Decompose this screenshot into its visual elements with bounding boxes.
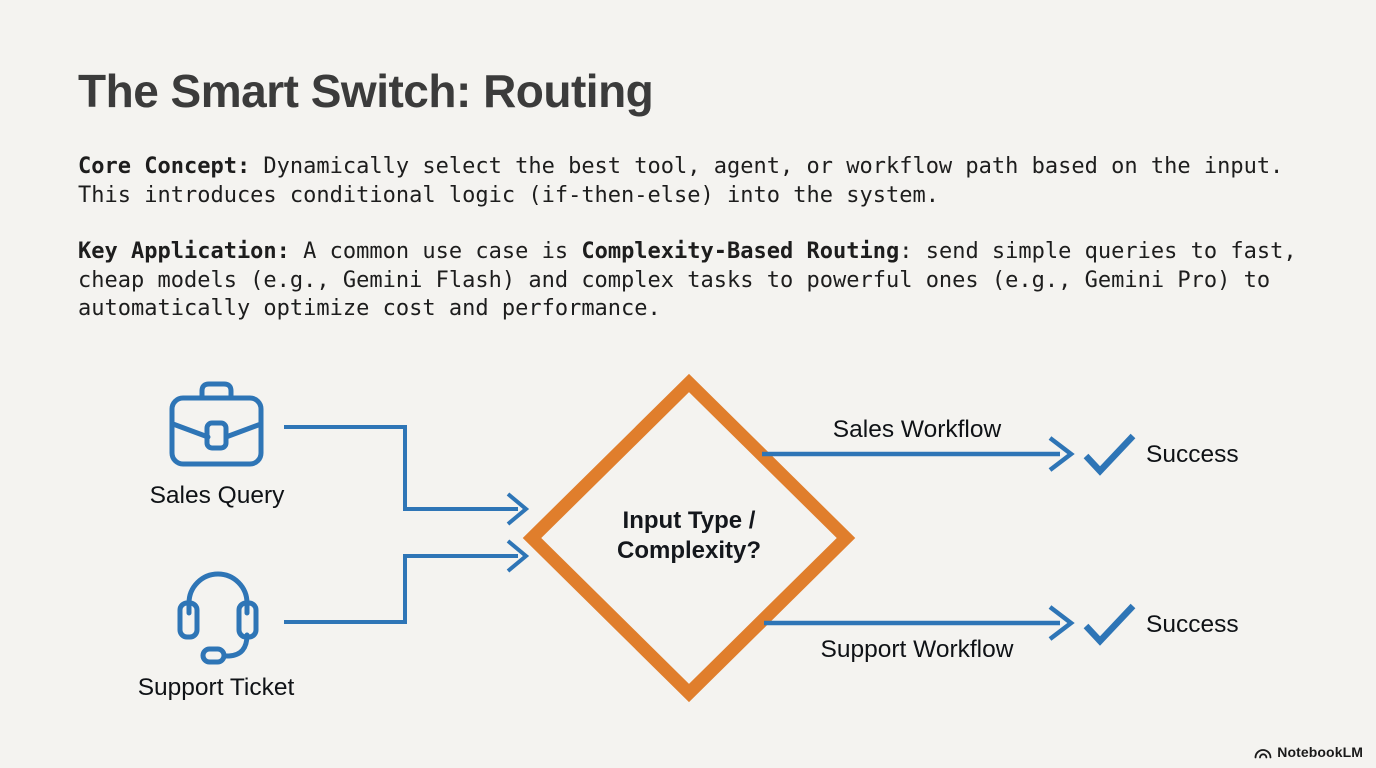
- connector-support-to-decision: [284, 539, 530, 624]
- core-concept-label: Core Concept:: [78, 154, 251, 179]
- key-application-text-1: A common use case is: [289, 239, 582, 265]
- complexity-based-routing-label: Complexity-Based Routing: [581, 239, 900, 265]
- success-label-bottom: Success: [1146, 611, 1239, 638]
- connector-decision-to-sales-success: [762, 436, 1075, 472]
- sales-workflow-label: Sales Workflow: [832, 416, 1002, 443]
- support-workflow-label: Support Workflow: [820, 636, 1014, 663]
- notebooklm-logo-icon: [1254, 749, 1272, 759]
- sales-query-label: Sales Query: [149, 482, 285, 509]
- footer-brand: NotebookLM: [1254, 744, 1363, 760]
- decision-label-line2: Complexity?: [616, 537, 762, 564]
- decision-label-line1: Input Type /: [622, 507, 756, 534]
- checkmark-icon: [1083, 603, 1136, 646]
- connector-sales-to-decision: [284, 425, 530, 526]
- headset-icon: [177, 571, 259, 665]
- paragraph-key-application: Key Application: A common use case is Co…: [78, 238, 1306, 324]
- arrowhead-icon: [1048, 605, 1075, 641]
- body-text: Core Concept: Dynamically select the bes…: [78, 153, 1306, 352]
- support-ticket-label: Support Ticket: [137, 674, 295, 701]
- arrowhead-icon: [506, 539, 530, 573]
- core-concept-text: Dynamically select the best tool, agent,…: [78, 154, 1284, 208]
- connector-decision-to-support-success: [764, 605, 1075, 641]
- key-application-label: Key Application:: [78, 239, 290, 265]
- checkmark-icon: [1083, 433, 1136, 476]
- decision-label: Input Type / Complexity?: [569, 506, 809, 566]
- arrowhead-icon: [506, 492, 530, 526]
- paragraph-core-concept: Core Concept: Dynamically select the bes…: [78, 153, 1306, 210]
- brand-name: NotebookLM: [1277, 744, 1363, 760]
- arrowhead-icon: [1048, 436, 1075, 472]
- page-title: The Smart Switch: Routing: [78, 65, 654, 117]
- success-label-top: Success: [1146, 441, 1239, 468]
- key-application-text-2: : send simple queries to fast, cheap mod…: [78, 239, 1297, 322]
- briefcase-icon: [169, 381, 264, 467]
- decision-diamond: [522, 373, 856, 703]
